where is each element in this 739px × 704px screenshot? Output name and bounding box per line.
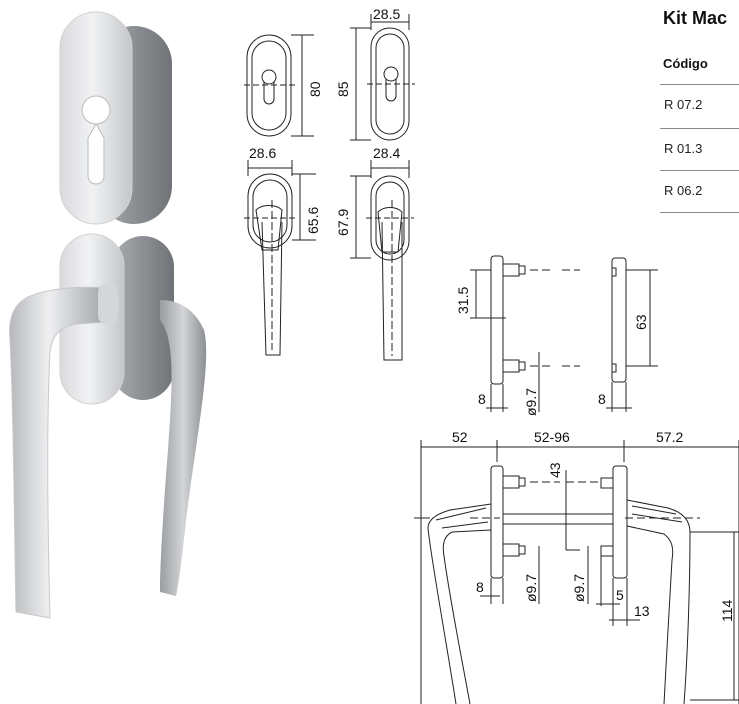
dim-43: 43 [547, 462, 563, 478]
dim-9-7-bottom-right: ø9.7 [571, 574, 587, 602]
drawing-assembly [414, 440, 739, 704]
table-row: R 01.3 [664, 141, 703, 156]
dim-85: 85 [335, 81, 351, 97]
table-header-divider [660, 84, 739, 85]
dim-8-side-left: 8 [478, 391, 486, 407]
dim-8-side-right: 8 [598, 391, 606, 407]
drawing-handle-large [350, 160, 414, 361]
dim-5: 5 [616, 587, 624, 603]
dim-28-6: 28.6 [249, 145, 276, 161]
drawing-keyplate-small [244, 34, 314, 137]
dim-13: 13 [634, 603, 650, 619]
dim-31-5: 31.5 [455, 287, 471, 314]
dim-67-9: 67.9 [335, 209, 351, 236]
keyhole-icon [81, 95, 111, 185]
dim-9-7-side: ø9.7 [523, 388, 539, 416]
section-title: Kit Mac [663, 8, 728, 28]
drawing-handle-small [244, 160, 316, 356]
dim-9-7-bottom-left: ø9.7 [523, 574, 539, 602]
table-row: R 06.2 [664, 183, 703, 198]
dim-63: 63 [633, 314, 649, 330]
dim-52-96: 52-96 [534, 429, 570, 445]
keyplate-front [59, 11, 133, 225]
dim-28-4: 28.4 [373, 145, 400, 161]
table-divider [660, 212, 739, 213]
table-divider [660, 170, 739, 171]
table-divider [660, 128, 739, 129]
handle-rear [112, 236, 207, 596]
table-row: R 07.2 [664, 97, 703, 112]
handle-front [9, 233, 125, 619]
table-header-code: Código [663, 56, 708, 71]
dim-80: 80 [307, 81, 323, 97]
drawing-side-section [470, 255, 658, 412]
dim-57-2: 57.2 [656, 429, 683, 445]
dim-8-bottom: 8 [476, 579, 484, 595]
drawing-keyplate-large [350, 14, 415, 141]
dim-65-6: 65.6 [305, 207, 321, 234]
dim-28-5: 28.5 [373, 6, 400, 22]
dim-52: 52 [452, 429, 468, 445]
dim-114: 114 [719, 599, 735, 622]
